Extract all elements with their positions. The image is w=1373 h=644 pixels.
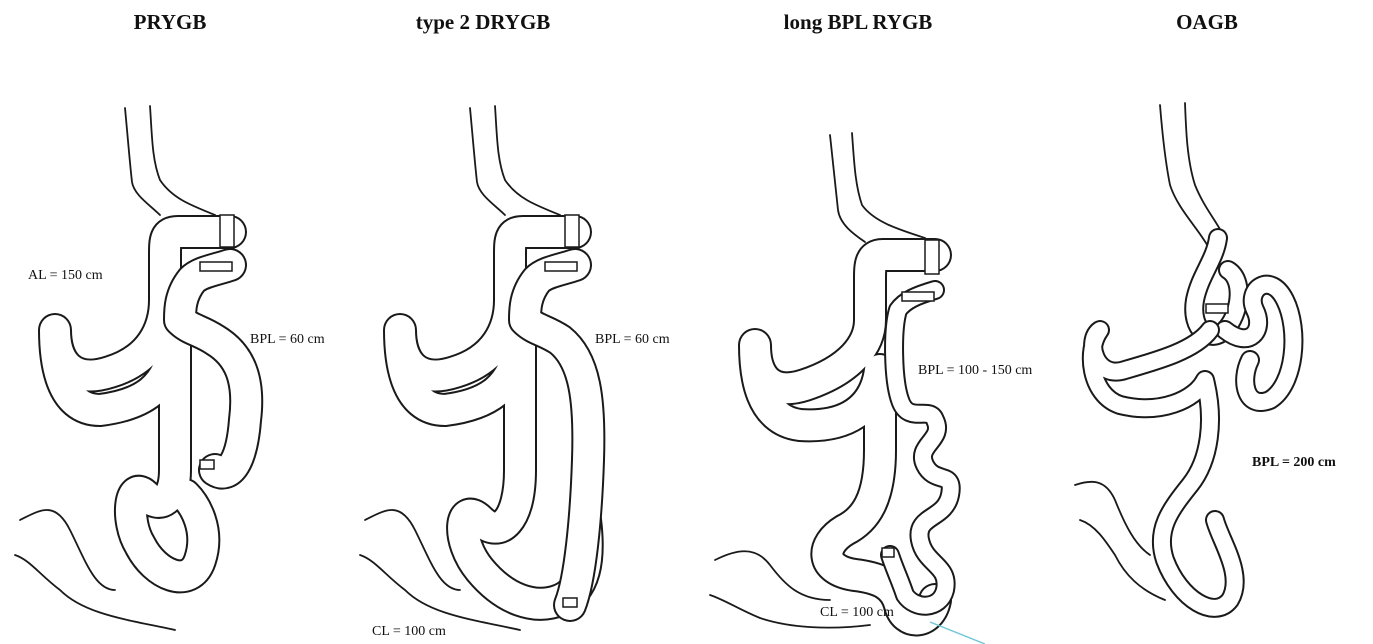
anastomosis-marker (200, 460, 214, 469)
duodenum-outline (1075, 482, 1165, 600)
staple-line (925, 240, 939, 274)
common-limb-length-label: CL = 100 cm (372, 624, 446, 640)
panel-title-drygb: type 2 DRYGB (416, 10, 551, 35)
staple-line (545, 262, 577, 271)
esophagus-outline (470, 106, 560, 215)
panel-title-prygb: PRYGB (134, 10, 207, 35)
panel-drygb-drawing (360, 106, 588, 630)
biliopancreatic-limb-length-label: BPL = 60 cm (250, 332, 325, 348)
staple-line (1206, 304, 1228, 313)
esophagus-outline (830, 133, 925, 242)
common-limb-length-label: CL = 100 cm (820, 605, 894, 621)
anastomosis-marker (882, 548, 894, 557)
esophagus-outline (1160, 103, 1225, 250)
panel-long-bpl-rygb-drawing (710, 133, 985, 644)
biliopancreatic-limb-length-label: BPL = 100 - 150 cm (918, 363, 1032, 379)
biliopancreatic-limb-length-label: BPL = 200 cm (1252, 455, 1336, 471)
panel-title-long-bpl-rygb: long BPL RYGB (784, 10, 933, 35)
alimentary-limb-length-label: AL = 150 cm (28, 268, 103, 284)
anastomosis-marker (563, 598, 577, 607)
staple-line (902, 292, 934, 301)
pointer-line (930, 622, 985, 644)
staple-line (565, 215, 579, 247)
panel-prygb-drawing (15, 106, 246, 630)
esophagus-outline (125, 106, 215, 215)
panel-oagb-drawing (1075, 103, 1293, 608)
biliopancreatic-limb-length-label: BPL = 60 cm (595, 332, 670, 348)
panel-title-oagb: OAGB (1176, 10, 1238, 35)
staple-line (220, 215, 234, 247)
staple-line (200, 262, 232, 271)
